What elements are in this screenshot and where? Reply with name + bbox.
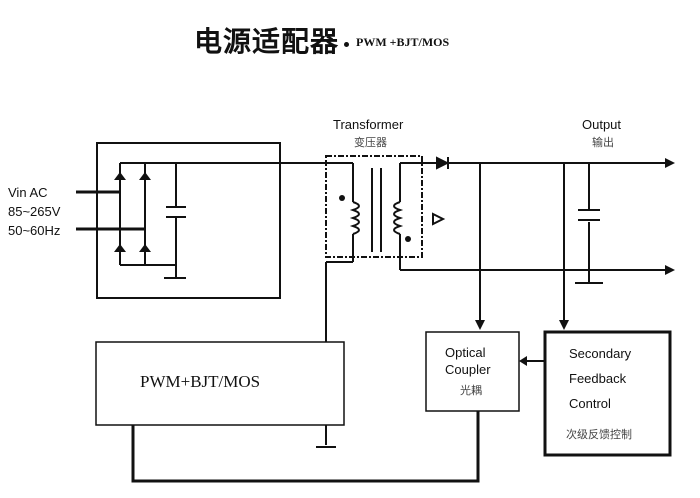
secondary-feedback-block	[543, 330, 672, 457]
secondary-feedback-line3: Control	[569, 396, 611, 411]
transformer-label-cn: 变压器	[354, 136, 387, 149]
optical-coupler-cn: 光耦	[460, 384, 482, 397]
secondary-feedback-line1: Secondary	[569, 346, 632, 361]
pwm-block	[95, 341, 345, 426]
title-bullet	[344, 42, 349, 47]
diagram-subtitle: PWM +BJT/MOS	[356, 35, 450, 49]
optical-coupler-block	[425, 331, 520, 412]
output-label: Output	[582, 117, 622, 132]
rectifier-box	[96, 142, 281, 299]
output-label-cn: 输出	[592, 136, 614, 149]
transformer-label: Transformer	[333, 117, 404, 132]
secondary-feedback-line2: Feedback	[569, 371, 627, 386]
pwm-block-label: PWM+BJT/MOS	[140, 372, 261, 391]
input-label-1: Vin AC	[8, 185, 48, 200]
input-label-2: 85~265V	[8, 204, 61, 219]
transformer-box	[325, 155, 423, 258]
optical-coupler-line2: Coupler	[445, 362, 491, 377]
diagram-title: 电源适配器	[194, 25, 340, 58]
secondary-feedback-cn: 次级反馈控制	[566, 428, 632, 441]
input-label-3: 50~60Hz	[8, 223, 61, 238]
optical-coupler-line1: Optical	[445, 345, 486, 360]
